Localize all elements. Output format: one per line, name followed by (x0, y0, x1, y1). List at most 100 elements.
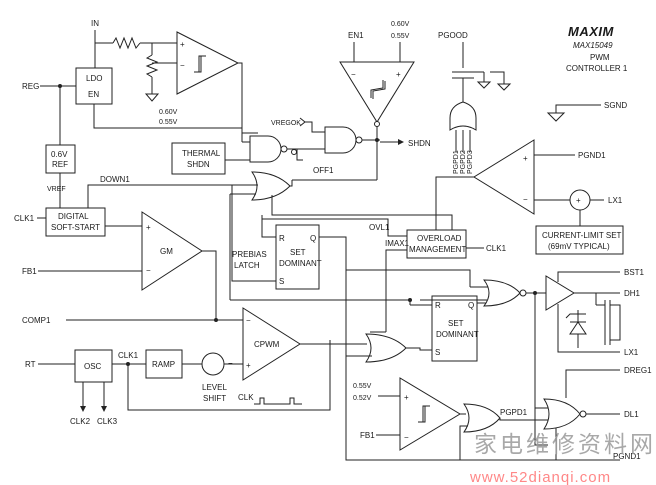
uvlo-low-threshold: 0.55V (159, 119, 178, 126)
nand-gate-shdn (324, 126, 357, 154)
or-gate-pwm (365, 333, 407, 363)
pin-dh1-label: DH1 (624, 289, 641, 298)
pin-in-label: IN (91, 19, 99, 28)
gm-plus: + (146, 223, 151, 232)
latch1-r: R (279, 234, 285, 243)
latch1-s: S (279, 277, 284, 286)
latch2-line1: SET (448, 319, 464, 328)
softstart-line2: SOFT-START (51, 223, 100, 232)
prebias-line2: LATCH (234, 261, 260, 270)
level-shift-source (201, 352, 225, 376)
ldo-label: LDO (86, 74, 102, 83)
pin-sgnd-label: SGND (604, 101, 627, 110)
oscillator-block (74, 349, 113, 383)
cpwm-plus: + (246, 361, 251, 370)
subtitle-line2: CONTROLLER 1 (566, 64, 628, 73)
current-limit-line1: CURRENT-LIMIT SET (542, 231, 622, 240)
prebias-set-dominant-latch (275, 224, 320, 290)
en1-minus: − (351, 70, 356, 79)
input-section: IN + − 0.60V 0.55V LDO EN REG 0.6V (14, 19, 258, 237)
latch1-q: Q (310, 234, 316, 243)
cpwm-minus: − (246, 316, 251, 325)
low-side-section: DREG1 DL1 PGND1 (499, 366, 652, 461)
or-gate-high-side (482, 279, 521, 307)
or-gate-pg (463, 403, 501, 433)
pin-pgood-label: PGOOD (438, 31, 468, 40)
pin-rt-label: RT (25, 360, 36, 369)
ramp-label: RAMP (152, 360, 175, 369)
pin-clk1-label: CLK1 (14, 214, 35, 223)
pgpd2-vertical: PGPD2 (460, 150, 467, 174)
ovl1-label: OVL1 (369, 223, 390, 232)
watermark-url: www.52dianqi.com (469, 469, 611, 485)
overload-clk1-label: CLK1 (486, 244, 507, 253)
pg-high-threshold: 0.55V (353, 383, 372, 390)
softstart-line1: DIGITAL (58, 212, 89, 221)
latch2-r: R (435, 301, 441, 310)
pgood-section: PGOOD PGPD1 PGPD2 PGPD3 (438, 31, 512, 174)
gm-label: GM (160, 247, 173, 256)
latch1-line2: DOMINANT (279, 259, 322, 268)
ground-symbol-divider (144, 93, 160, 102)
overload-management-block (406, 229, 467, 259)
pg-plus: + (404, 393, 409, 402)
pin-bst1-label: BST1 (624, 268, 645, 277)
pgpd3-vertical: PGPD3 (467, 150, 474, 174)
uvlo-plus: + (180, 40, 185, 49)
en1-comparator (339, 61, 415, 123)
overload-line1: OVERLOAD (417, 234, 462, 243)
imax1-label: IMAX1 (385, 239, 410, 248)
main-set-dominant-latch (431, 295, 478, 362)
nand-gate-thermal (249, 135, 282, 163)
high-side-section: DH1 BST1 LX1 (346, 268, 645, 446)
thermal-line1: THERMAL (182, 149, 221, 158)
hysteresis-icon-en1 (370, 80, 384, 98)
pg-minus: − (404, 433, 409, 442)
osc-label: OSC (84, 362, 102, 371)
subtitle-line1: PWM (590, 53, 610, 62)
pin-dreg1-label: DREG1 (624, 366, 652, 375)
ramp-block (145, 349, 183, 379)
uvlo-minus: − (180, 61, 185, 70)
digital-soft-start-block (45, 207, 106, 237)
sgnd-section: SGND (546, 101, 627, 122)
part-number: MAX15049 (573, 41, 613, 50)
pin-en1-label: EN1 (348, 31, 364, 40)
ground-symbol-sgnd (546, 112, 566, 122)
pin-fb1-bottom-label: FB1 (360, 431, 375, 440)
resistor-bottom (145, 54, 159, 78)
nor-gate-low-side (543, 398, 581, 430)
resistor-top (112, 36, 141, 50)
main-latch-section: R Q S SET DOMINANT (346, 295, 488, 363)
en1-plus: + (396, 70, 401, 79)
clk-waveform-icon (254, 397, 302, 405)
maxim-logo: MAXIM (568, 24, 615, 39)
or-gate-off (251, 171, 291, 201)
latch2-s: S (435, 348, 440, 357)
pin-reg-label: REG (22, 82, 39, 91)
current-sense-amplifier (473, 139, 535, 215)
overload-line2: MANAGEMENT (409, 245, 466, 254)
current-limit-set-block (535, 225, 624, 255)
cpwm-label: CPWM (254, 340, 280, 349)
latch2-line2: DOMINANT (436, 330, 479, 339)
clk-wave-label: CLK (238, 393, 254, 402)
pg-low-threshold: 0.52V (353, 395, 372, 402)
pin-comp1-label: COMP1 (22, 316, 51, 325)
off1-label: OFF1 (313, 166, 334, 175)
pin-dl1-label: DL1 (624, 410, 639, 419)
thermal-line2: SHDN (187, 160, 210, 169)
gm-amplifier (141, 211, 203, 291)
pwm-section: COMP1 RT OSC CLK2 CLK3 CLK1 RAMP LEVEL S… (22, 307, 367, 426)
osc-clk1-label: CLK1 (118, 351, 139, 360)
current-sense-section: + − PGND1 + LX1 CURRENT-LIMIT SET (69mV … (435, 139, 624, 255)
high-side-driver (545, 275, 575, 311)
clk2-label: CLK2 (70, 417, 91, 426)
pin-pgnd1-bottom-label: PGND1 (613, 452, 641, 461)
off-or-section (230, 171, 453, 238)
csa-plus: + (523, 154, 528, 163)
pgood-or-gate (449, 101, 477, 131)
uvlo-high-threshold: 0.60V (159, 109, 178, 116)
clk3-label: CLK3 (97, 417, 118, 426)
